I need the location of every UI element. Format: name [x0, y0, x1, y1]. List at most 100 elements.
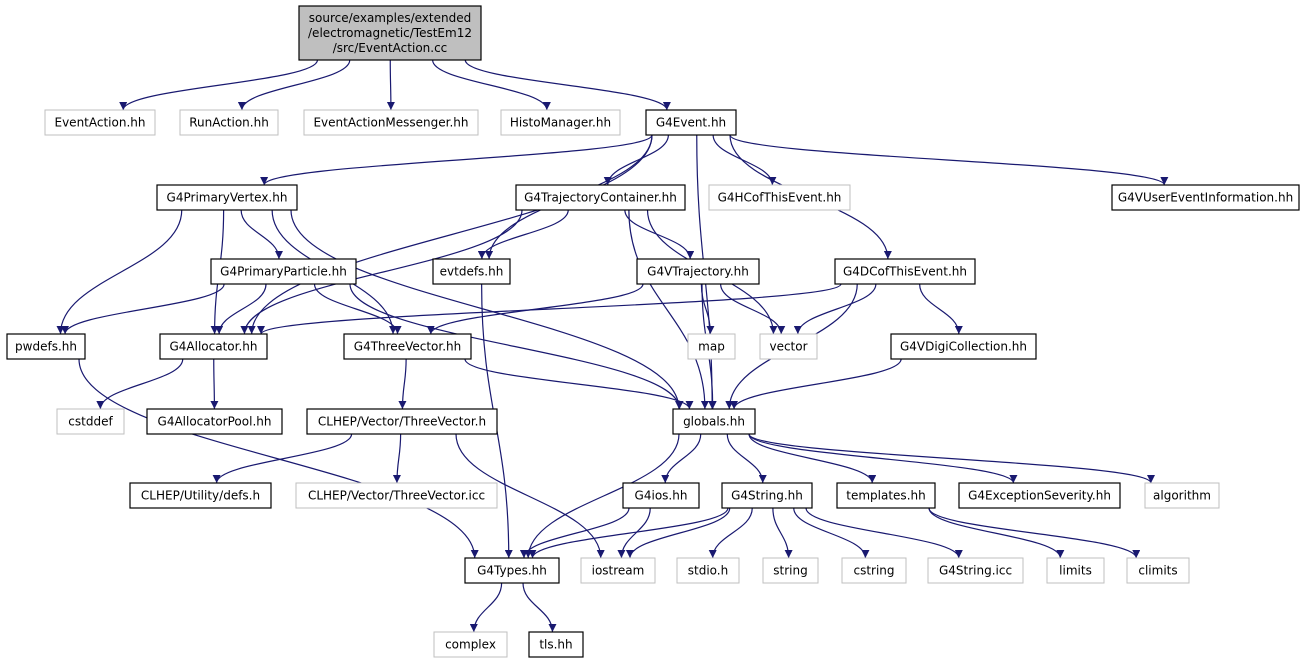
node-label: G4AllocatorPool.hh	[158, 415, 272, 429]
node-g4ios-hh[interactable]: G4ios.hh	[622, 482, 700, 509]
node-box	[303, 109, 479, 136]
node-label: stdio.h	[688, 564, 728, 578]
edge-G4DCofThisEvent_hh-to-vector	[793, 283, 877, 335]
node-g4threevector-hh[interactable]: G4ThreeVector.hh	[343, 333, 472, 360]
node-label: G4PrimaryParticle.hh	[220, 265, 347, 279]
node-label: G4Event.hh	[656, 116, 726, 130]
node-g4vdigicollection-hh[interactable]: G4VDigiCollection.hh	[890, 333, 1037, 360]
node-iostream[interactable]: iostream	[580, 557, 656, 584]
edge-G4DCofThisEvent_hh-to-G4Allocator_hh	[257, 283, 842, 335]
edge-G4PrimaryVertex_hh-to-globals_hh	[290, 209, 683, 410]
node-g4primaryparticle-hh[interactable]: G4PrimaryParticle.hh	[210, 258, 357, 285]
node-root[interactable]: source/examples/extended/electromagnetic…	[298, 5, 482, 61]
node-vector[interactable]: vector	[759, 333, 818, 360]
node-g4allocator-hh[interactable]: G4Allocator.hh	[159, 333, 268, 360]
node-templates-hh[interactable]: templates.hh	[836, 482, 936, 509]
node-g4vtrajectory-hh[interactable]: G4VTrajectory.hh	[636, 258, 760, 285]
node-cstddef[interactable]: cstddef	[56, 408, 125, 435]
node-label: G4ExceptionSeverity.hh	[968, 489, 1111, 503]
node-label: CLHEP/Vector/ThreeVector.icc	[308, 489, 485, 503]
node-label: G4TrajectoryContainer.hh	[524, 191, 677, 205]
node-string[interactable]: string	[762, 557, 819, 584]
node-g4allocatorpool-hh[interactable]: G4AllocatorPool.hh	[146, 408, 283, 435]
node-clhep-threevector-icc[interactable]: CLHEP/Vector/ThreeVector.icc	[295, 482, 498, 509]
node-algorithm[interactable]: algorithm	[1144, 482, 1220, 509]
include-edge	[426, 283, 644, 335]
include-edge	[748, 433, 877, 484]
node-label: /src/EventAction.cc	[333, 41, 448, 55]
edge-G4ios_hh-to-iostream	[617, 507, 651, 559]
node-box	[306, 408, 498, 435]
edge-globals_hh-to-G4ios_hh	[661, 433, 702, 484]
include-edge	[519, 507, 630, 559]
edge-G4String_hh-to-cstring	[793, 507, 870, 559]
node-box	[500, 109, 621, 136]
node-tls-hh[interactable]: tls.hh	[528, 631, 584, 658]
node-histomanager-hh[interactable]: HistoManager.hh	[500, 109, 621, 136]
edge-root-to-G4Event_hh	[464, 59, 671, 111]
node-label: G4Types.hh	[477, 564, 547, 578]
edge-templates_hh-to-limits	[928, 507, 1065, 559]
node-g4exceptionseverity-hh[interactable]: G4ExceptionSeverity.hh	[958, 482, 1121, 509]
node-box	[636, 258, 760, 285]
node-climits[interactable]: climits	[1126, 557, 1190, 584]
node-clhep-threevector-h[interactable]: CLHEP/Vector/ThreeVector.h	[306, 408, 498, 435]
include-edge	[210, 358, 219, 410]
node-pwdefs-hh[interactable]: pwdefs.hh	[6, 333, 86, 360]
node-box	[958, 482, 1121, 509]
include-edge	[793, 283, 877, 335]
node-label: tls.hh	[539, 638, 572, 652]
node-g4string-hh[interactable]: G4String.hh	[721, 482, 813, 509]
node-label: HistoManager.hh	[510, 116, 611, 130]
node-label: G4VTrajectory.hh	[647, 265, 749, 279]
node-evtdefs-hh[interactable]: evtdefs.hh	[432, 258, 511, 285]
include-edge	[464, 59, 671, 111]
include-edge	[628, 209, 709, 410]
node-g4string-icc[interactable]: G4String.icc	[927, 557, 1024, 584]
include-edge	[386, 59, 395, 111]
node-eventaction-hh[interactable]: EventAction.hh	[44, 109, 156, 136]
edge-templates_hh-to-climits	[928, 507, 1141, 559]
node-label: G4HCofThisEvent.hh	[718, 191, 842, 205]
include-edge	[730, 358, 902, 410]
edge-G4Types_hh-to-complex	[469, 582, 503, 633]
node-box	[759, 333, 818, 360]
include-edge	[928, 507, 1065, 559]
node-cstring[interactable]: cstring	[841, 557, 907, 584]
node-label: globals.hh	[683, 415, 745, 429]
node-stdio-h[interactable]: stdio.h	[676, 557, 740, 584]
node-box	[645, 109, 737, 136]
node-g4event-hh[interactable]: G4Event.hh	[645, 109, 737, 136]
node-limits[interactable]: limits	[1046, 557, 1105, 584]
node-g4dcofthisevent-hh[interactable]: G4DCofThisEvent.hh	[834, 258, 976, 285]
edge-G4Event_hh-to-G4PrimaryVertex_hh	[260, 134, 653, 186]
node-box	[676, 557, 740, 584]
node-globals-hh[interactable]: globals.hh	[672, 408, 756, 435]
include-edge	[603, 134, 669, 186]
include-edge	[528, 507, 729, 559]
node-box	[1046, 557, 1105, 584]
include-edge	[119, 59, 319, 111]
node-box	[1126, 557, 1190, 584]
node-g4primaryvertex-hh[interactable]: G4PrimaryVertex.hh	[156, 184, 298, 211]
include-edge	[708, 507, 753, 559]
node-eventactionmessenger-hh[interactable]: EventActionMessenger.hh	[303, 109, 479, 136]
include-edge	[624, 209, 695, 260]
edge-G4PrimaryParticle_hh-to-pwdefs_hh	[61, 283, 225, 335]
node-box	[433, 631, 508, 658]
node-g4types-hh[interactable]: G4Types.hh	[464, 557, 560, 584]
node-clhep-defs-h[interactable]: CLHEP/Utility/defs.h	[129, 482, 272, 509]
edge-root-to-EventAction_hh	[119, 59, 319, 111]
edge-G4DCofThisEvent_hh-to-G4VDigiCollection_hh	[919, 283, 963, 335]
edge-G4ios_hh-to-G4Types_hh	[519, 507, 630, 559]
node-complex[interactable]: complex	[433, 631, 508, 658]
include-edge	[720, 283, 786, 335]
node-g4vusereventinformation-hh[interactable]: G4VUserEventInformation.hh	[1111, 184, 1300, 211]
node-box	[129, 482, 272, 509]
node-g4trajectorycontainer-hh[interactable]: G4TrajectoryContainer.hh	[515, 184, 686, 211]
include-edge	[793, 507, 870, 559]
include-edge	[237, 59, 351, 111]
node-g4hcofthisevent-hh[interactable]: G4HCofThisEvent.hh	[708, 184, 851, 211]
node-runaction-hh[interactable]: RunAction.hh	[179, 109, 279, 136]
node-map[interactable]: map	[687, 333, 736, 360]
